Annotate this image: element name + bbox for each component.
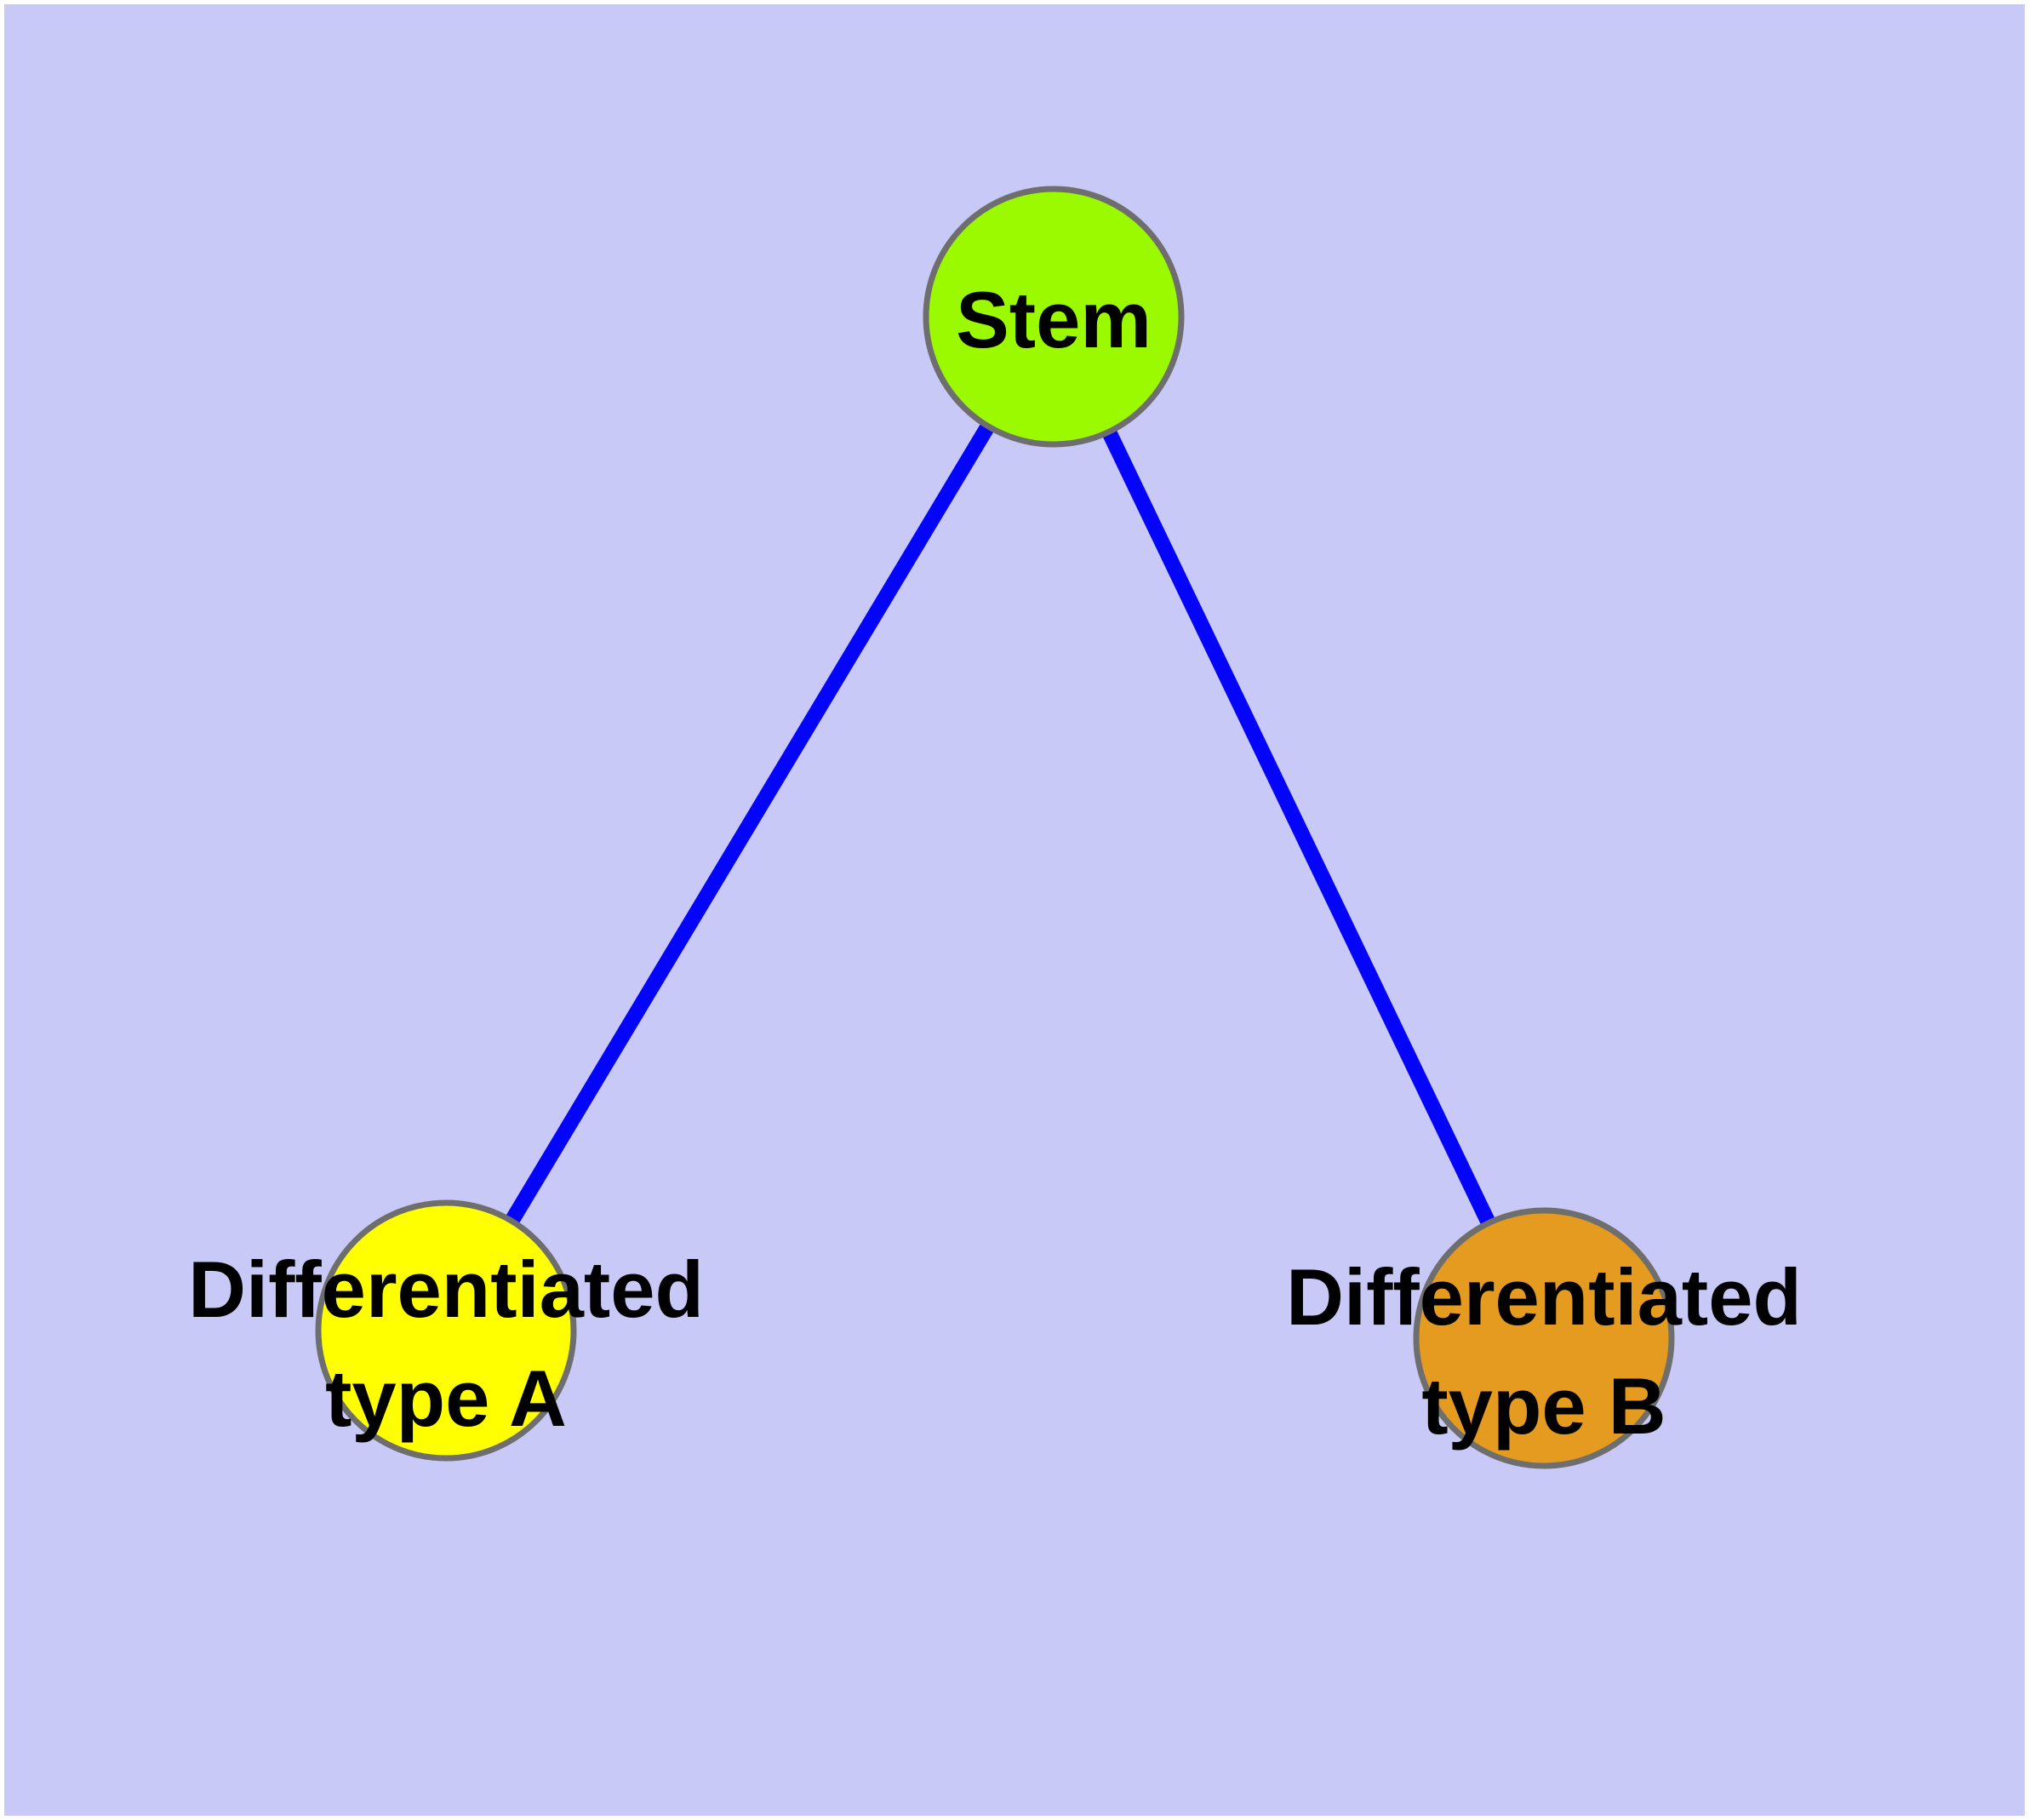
differentiated-type-a-node-label: Differentiated type A	[188, 1245, 704, 1443]
differentiated-type-a-node-label-line: type A	[325, 1354, 567, 1443]
differentiated-type-b-node	[1413, 1207, 1675, 1469]
edge-stem-to-type-a	[439, 312, 1060, 1335]
differentiated-type-a-node-label-line: Differentiated	[188, 1245, 704, 1334]
differentiated-type-a-node	[315, 1199, 577, 1462]
edge-stem-to-type-b	[1046, 313, 1552, 1342]
differentiated-type-b-node-label: Differentiated type B	[1286, 1252, 1802, 1451]
differentiated-type-b-node-label-line: type B	[1421, 1361, 1666, 1451]
stem-node-label-line: Stem	[956, 275, 1152, 364]
stem-node	[923, 186, 1185, 448]
differentiated-type-b-node-label-line: Differentiated	[1286, 1252, 1802, 1342]
stem-node-label: Stem	[956, 275, 1152, 364]
